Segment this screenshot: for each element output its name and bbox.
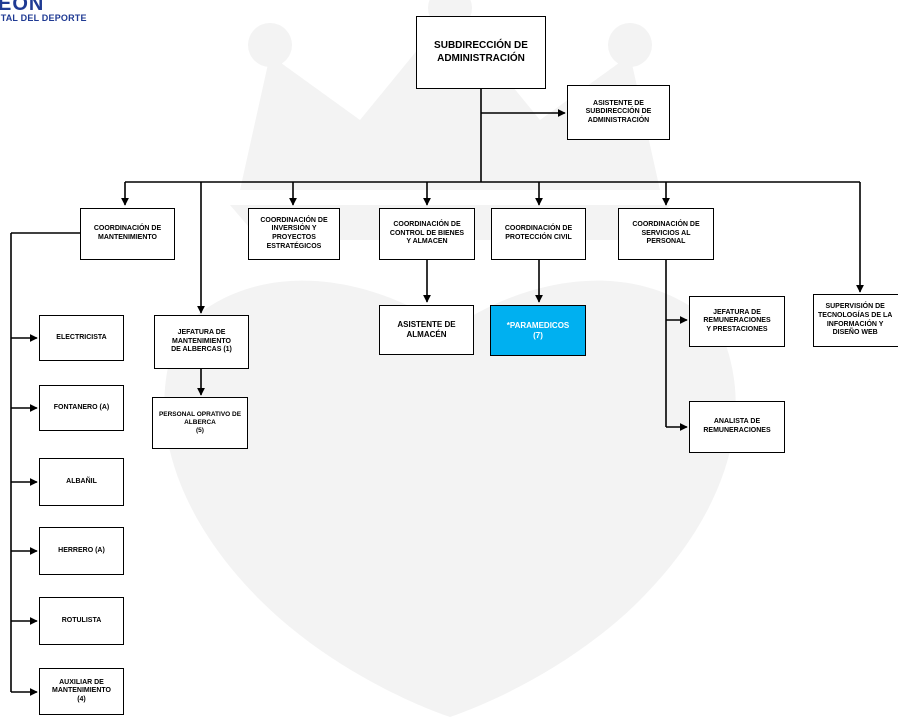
node-subdireccion-administracion: SUBDIRECCIÓN DE ADMINISTRACIÓN (416, 16, 546, 89)
node-label: FONTANERO (A) (53, 403, 110, 411)
node-jefatura-albercas: JEFATURA DE MANTENIMIENTO DE ALBERCAS (1… (154, 315, 249, 369)
node-label: COORDINACIÓN DE PROTECCIÓN CIVIL (504, 225, 573, 241)
node-albanil: ALBAÑIL (39, 458, 124, 506)
node-fontanero: FONTANERO (A) (39, 385, 124, 431)
logo-mark: EON (0, 0, 45, 15)
node-personal-alberca: PERSONAL OPRATIVO DE ALBERCA (5) (152, 397, 248, 449)
node-coord-proteccion-civil: COORDINACIÓN DE PROTECCIÓN CIVIL (491, 208, 586, 260)
node-label: SUBDIRECCIÓN DE ADMINISTRACIÓN (434, 40, 528, 64)
node-label: COORDINACIÓN DE SERVICIOS AL PERSONAL (632, 221, 700, 246)
node-coord-mantenimiento: COORDINACIÓN DE MANTENIMIENTO (80, 208, 175, 260)
logo-subtitle: ITAL DEL DEPORTE (0, 13, 87, 23)
node-label: ANALISTA DE REMUNERACIONES (703, 418, 771, 434)
node-analista-remuneraciones: ANALISTA DE REMUNERACIONES (689, 401, 785, 453)
node-label: ASISTENTE DE SUBDIRECCIÓN DE ADMINISTRAC… (585, 99, 652, 124)
node-herrero: HERRERO (A) (39, 527, 124, 575)
node-label: JEFATURA DE REMUNERACIONES Y PRESTACIONE… (703, 308, 771, 333)
node-coord-control-bienes: COORDINACIÓN DE CONTROL DE BIENES Y ALMA… (379, 208, 475, 260)
node-label: COORDINACIÓN DE MANTENIMIENTO (93, 225, 162, 241)
node-paramedicos: *PARAMEDICOS (7) (490, 305, 586, 356)
node-label: HERRERO (A) (58, 546, 105, 554)
node-asistente-almacen: ASISTENTE DE ALMACÉN (379, 305, 474, 355)
node-auxiliar-mantenimiento: AUXILIAR DE MANTENIMIENTO (4) (39, 668, 124, 715)
node-label: AUXILIAR DE MANTENIMIENTO (4) (52, 678, 111, 703)
node-label: ALBAÑIL (66, 477, 97, 485)
node-label: JEFATURA DE MANTENIMIENTO DE ALBERCAS (1… (171, 329, 232, 354)
node-asistente-subdireccion: ASISTENTE DE SUBDIRECCIÓN DE ADMINISTRAC… (567, 85, 670, 140)
node-label: ROTULISTA (61, 616, 102, 624)
node-label: COORDINACIÓN DE CONTROL DE BIENES Y ALMA… (389, 221, 465, 246)
node-label: COORDINACIÓN DE INVERSIÓN Y PROYECTOS ES… (260, 216, 328, 250)
node-supervision-ti: SUPERVISIÓN DE TECNOLOGÍAS DE LA INFORMA… (813, 294, 898, 347)
node-coord-servicios-personal: COORDINACIÓN DE SERVICIOS AL PERSONAL (618, 208, 714, 260)
node-electricista: ELECTRICISTA (39, 315, 124, 361)
node-coord-inversion: COORDINACIÓN DE INVERSIÓN Y PROYECTOS ES… (248, 208, 340, 260)
node-label: *PARAMEDICOS (7) (506, 320, 570, 340)
organization-logo: EON ITAL DEL DEPORTE (0, 0, 87, 23)
node-rotulista: ROTULISTA (39, 597, 124, 645)
node-label: PERSONAL OPRATIVO DE ALBERCA (5) (158, 411, 242, 434)
node-label: SUPERVISIÓN DE TECNOLOGÍAS DE LA INFORMA… (818, 303, 893, 337)
node-jefatura-remuneraciones: JEFATURA DE REMUNERACIONES Y PRESTACIONE… (689, 296, 785, 347)
node-label: ELECTRICISTA (56, 333, 107, 341)
node-label: ASISTENTE DE ALMACÉN (397, 320, 456, 339)
